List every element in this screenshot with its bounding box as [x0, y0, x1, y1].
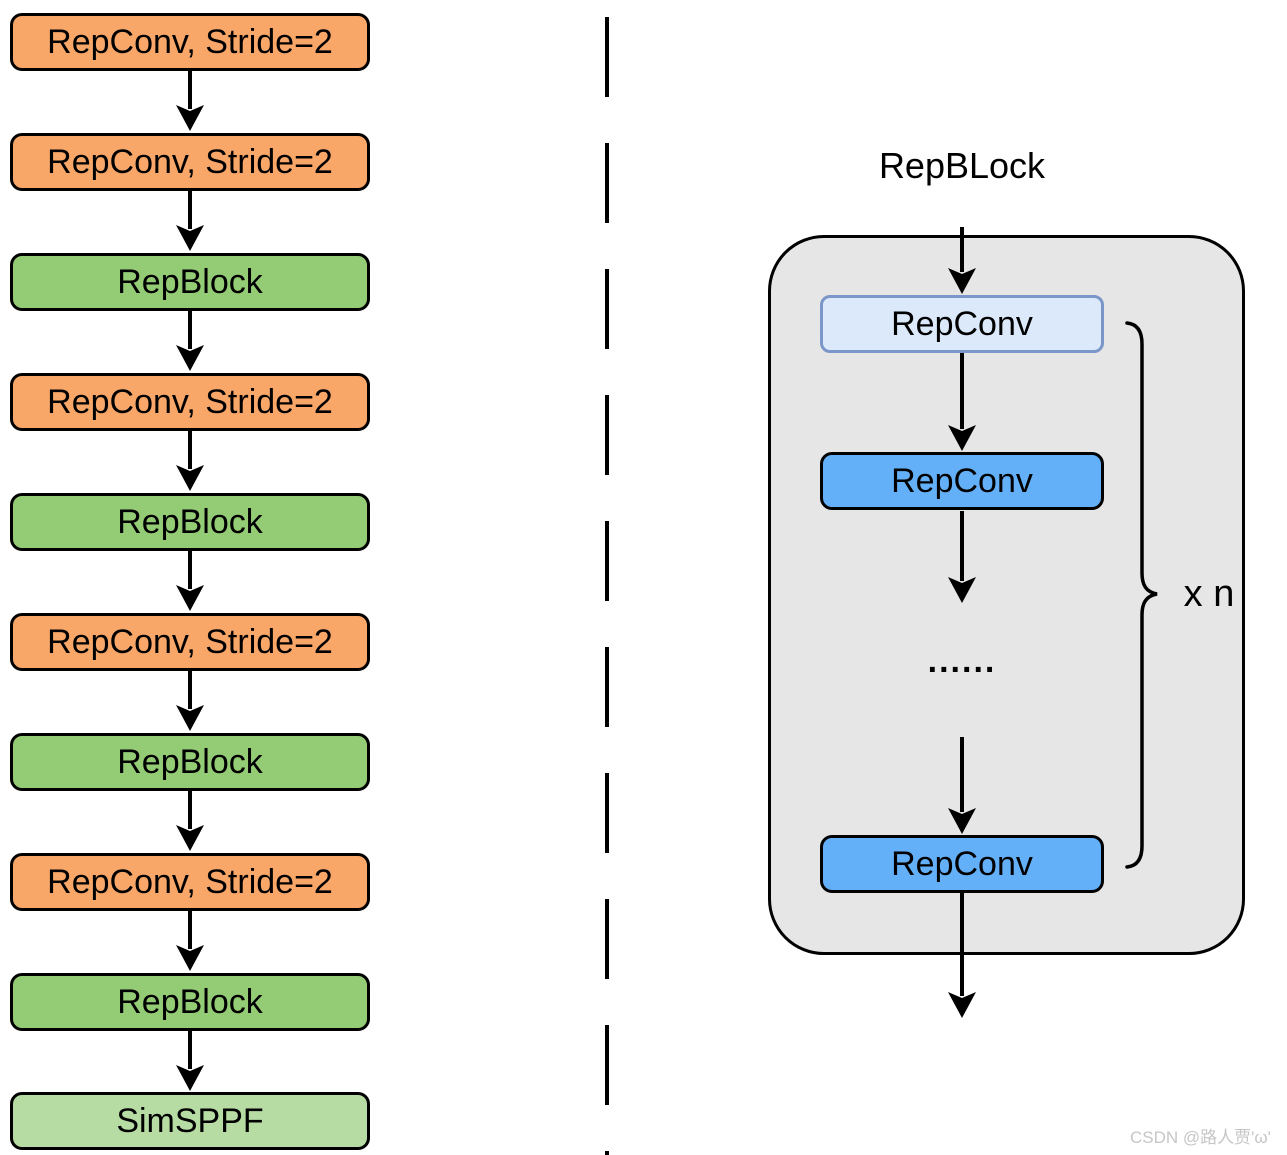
arrowhead — [176, 465, 204, 491]
repblock-title: RepBLock — [878, 145, 1046, 186]
detail-node-repconv-top: RepConv — [820, 295, 1104, 353]
node-simsppf: SimSPPF — [10, 1092, 370, 1150]
node-repblock-4: RepBlock — [10, 973, 370, 1031]
left-flow-arrow-3 — [176, 311, 204, 371]
arrowhead — [948, 992, 976, 1018]
csdn-watermark: CSDN @路人贾'ω' — [1130, 1128, 1271, 1147]
left-flow-arrow-2 — [176, 191, 204, 251]
node-repblock-3: RepBlock — [10, 733, 370, 791]
repeat-count-label: x n — [1183, 573, 1235, 615]
arrowhead — [176, 345, 204, 371]
arrowhead — [176, 825, 204, 851]
left-flow-arrow-8 — [176, 911, 204, 971]
left-flow-arrow-1 — [176, 71, 204, 131]
ellipsis-dots: ...... — [927, 642, 997, 680]
detail-node-repconv-mid: RepConv — [820, 452, 1104, 510]
left-flow-arrow-4 — [176, 431, 204, 491]
detail-node-repconv-bottom: RepConv — [820, 835, 1104, 893]
node-repconv-s2-4: RepConv, Stride=2 — [10, 613, 370, 671]
node-repblock-1: RepBlock — [10, 253, 370, 311]
left-flow-arrow-6 — [176, 671, 204, 731]
arrowhead — [176, 1065, 204, 1091]
arrowhead — [176, 105, 204, 131]
node-repconv-s2-3: RepConv, Stride=2 — [10, 373, 370, 431]
node-repconv-s2-2: RepConv, Stride=2 — [10, 133, 370, 191]
node-repconv-s2-5: RepConv, Stride=2 — [10, 853, 370, 911]
arrowhead — [176, 585, 204, 611]
node-repblock-2: RepBlock — [10, 493, 370, 551]
left-flow-arrow-5 — [176, 551, 204, 611]
node-repconv-s2-1: RepConv, Stride=2 — [10, 13, 370, 71]
arrowhead — [176, 705, 204, 731]
left-flow-arrow-7 — [176, 791, 204, 851]
arrowhead — [176, 945, 204, 971]
arrowhead — [176, 225, 204, 251]
left-flow-arrow-9 — [176, 1031, 204, 1091]
